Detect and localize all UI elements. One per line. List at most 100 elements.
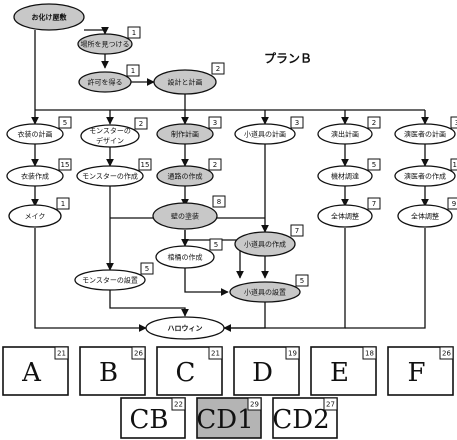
node-label: 演出計画 [331,130,359,139]
node-label: 衣装の計画 [18,130,53,139]
node-ellipse [394,165,456,187]
duration-value: 3 [213,119,217,127]
node-label: 設計と計画 [168,78,203,87]
edges [31,26,429,332]
plan-number-box [131,346,146,360]
node-label: 演医者の作成 [404,172,446,181]
edge-start-find [84,26,109,35]
node-ellipse [153,69,217,95]
plan-number-box [54,346,69,360]
duration-value: 2 [139,120,143,128]
plan-letter: F [407,358,425,388]
plan-letter: D [252,358,273,388]
node-label: 棺桶の作成 [168,253,203,262]
node-ellipse [234,123,296,145]
plan-letter: CB [130,405,169,435]
node-coffin-make: 棺桶の作成 5 [155,238,223,269]
node-label: ハロウィン [168,324,203,333]
duration-box [290,116,304,129]
node-ellipse [77,33,133,55]
node-ellipse [317,123,373,145]
edge-monsterinstall-halloween [109,290,189,317]
node-label: デザイン [96,136,124,145]
duration-box [447,197,457,210]
duration-value: 1 [132,29,136,37]
duration-value: 9 [452,200,456,208]
task-nodes: お化け屋敷場所を見つける1許可を得る1設計と計画2衣装の計画5モンスターのデザイ… [6,3,457,340]
node-ellipse [145,316,225,340]
node-ellipse [8,204,62,228]
duration-box [367,158,381,171]
duration-box [211,62,225,75]
duration-box [58,116,72,129]
duration-box [208,158,222,171]
plan-number: 19 [288,350,297,358]
duration-box [140,262,154,275]
plan-box-e: E18 [310,346,377,396]
plan-label: プランＢ [264,51,312,66]
duration-box [450,116,457,129]
node-ellipse [152,202,218,230]
plan-box-b: B26 [79,346,146,396]
duration-value: 5 [214,241,218,249]
node-label: 壁の塗装 [171,212,199,221]
plan-box-d: D 19 [233,346,300,396]
duration-value: 5 [63,119,67,127]
plan-letter: CD1 [196,405,253,435]
plan-number: 26 [442,350,451,358]
node-label: モンスターの設置 [82,276,138,285]
plan-box-cb: CB 22 [120,397,186,439]
edge-coffin-propsinstall [184,268,229,296]
node-ellipse [234,231,296,257]
plan-number: 27 [326,401,335,409]
node-ellipse [13,3,85,31]
node-label: モンスターの作成 [82,172,138,181]
duration-value: 15 [453,161,457,169]
plan-number: 18 [365,350,374,358]
plan-number-box [323,397,338,411]
node-wall-paint: 壁の塗装 8 [152,195,226,230]
duration-box [209,238,223,251]
plan-number: 21 [211,350,220,358]
node-ellipse [156,165,214,187]
duration-value: 8 [217,198,221,206]
duration-value: 5 [145,265,149,273]
node-label: お化け屋敷 [32,13,68,22]
duration-value: 2 [213,161,217,169]
plan-number-box [285,346,300,360]
duration-box [450,158,457,171]
plan-number: 22 [174,401,183,409]
edge-makeup-halloween [34,228,147,332]
duration-box [58,158,72,171]
node-ellipse [74,269,146,291]
node-ellipse [229,281,301,303]
plan-number-box [171,397,186,411]
duration-value: 3 [455,119,457,127]
node-ellipse [78,71,132,93]
duration-box [134,117,148,130]
node-ellipse [76,165,144,187]
node-label: 小道具の設置 [244,288,286,297]
duration-box [127,26,141,39]
duration-box [208,116,222,129]
node-monster-install: モンスターの設置 5 [74,262,154,291]
duration-value: 1 [61,200,65,208]
plan-number: 21 [57,350,66,358]
plan-number-box [247,397,262,411]
node-ellipse [156,123,214,145]
node-label: 許可を得る [88,78,123,87]
node-label: 場所を見つける [81,40,130,49]
node-label: 制作計画 [171,130,199,139]
